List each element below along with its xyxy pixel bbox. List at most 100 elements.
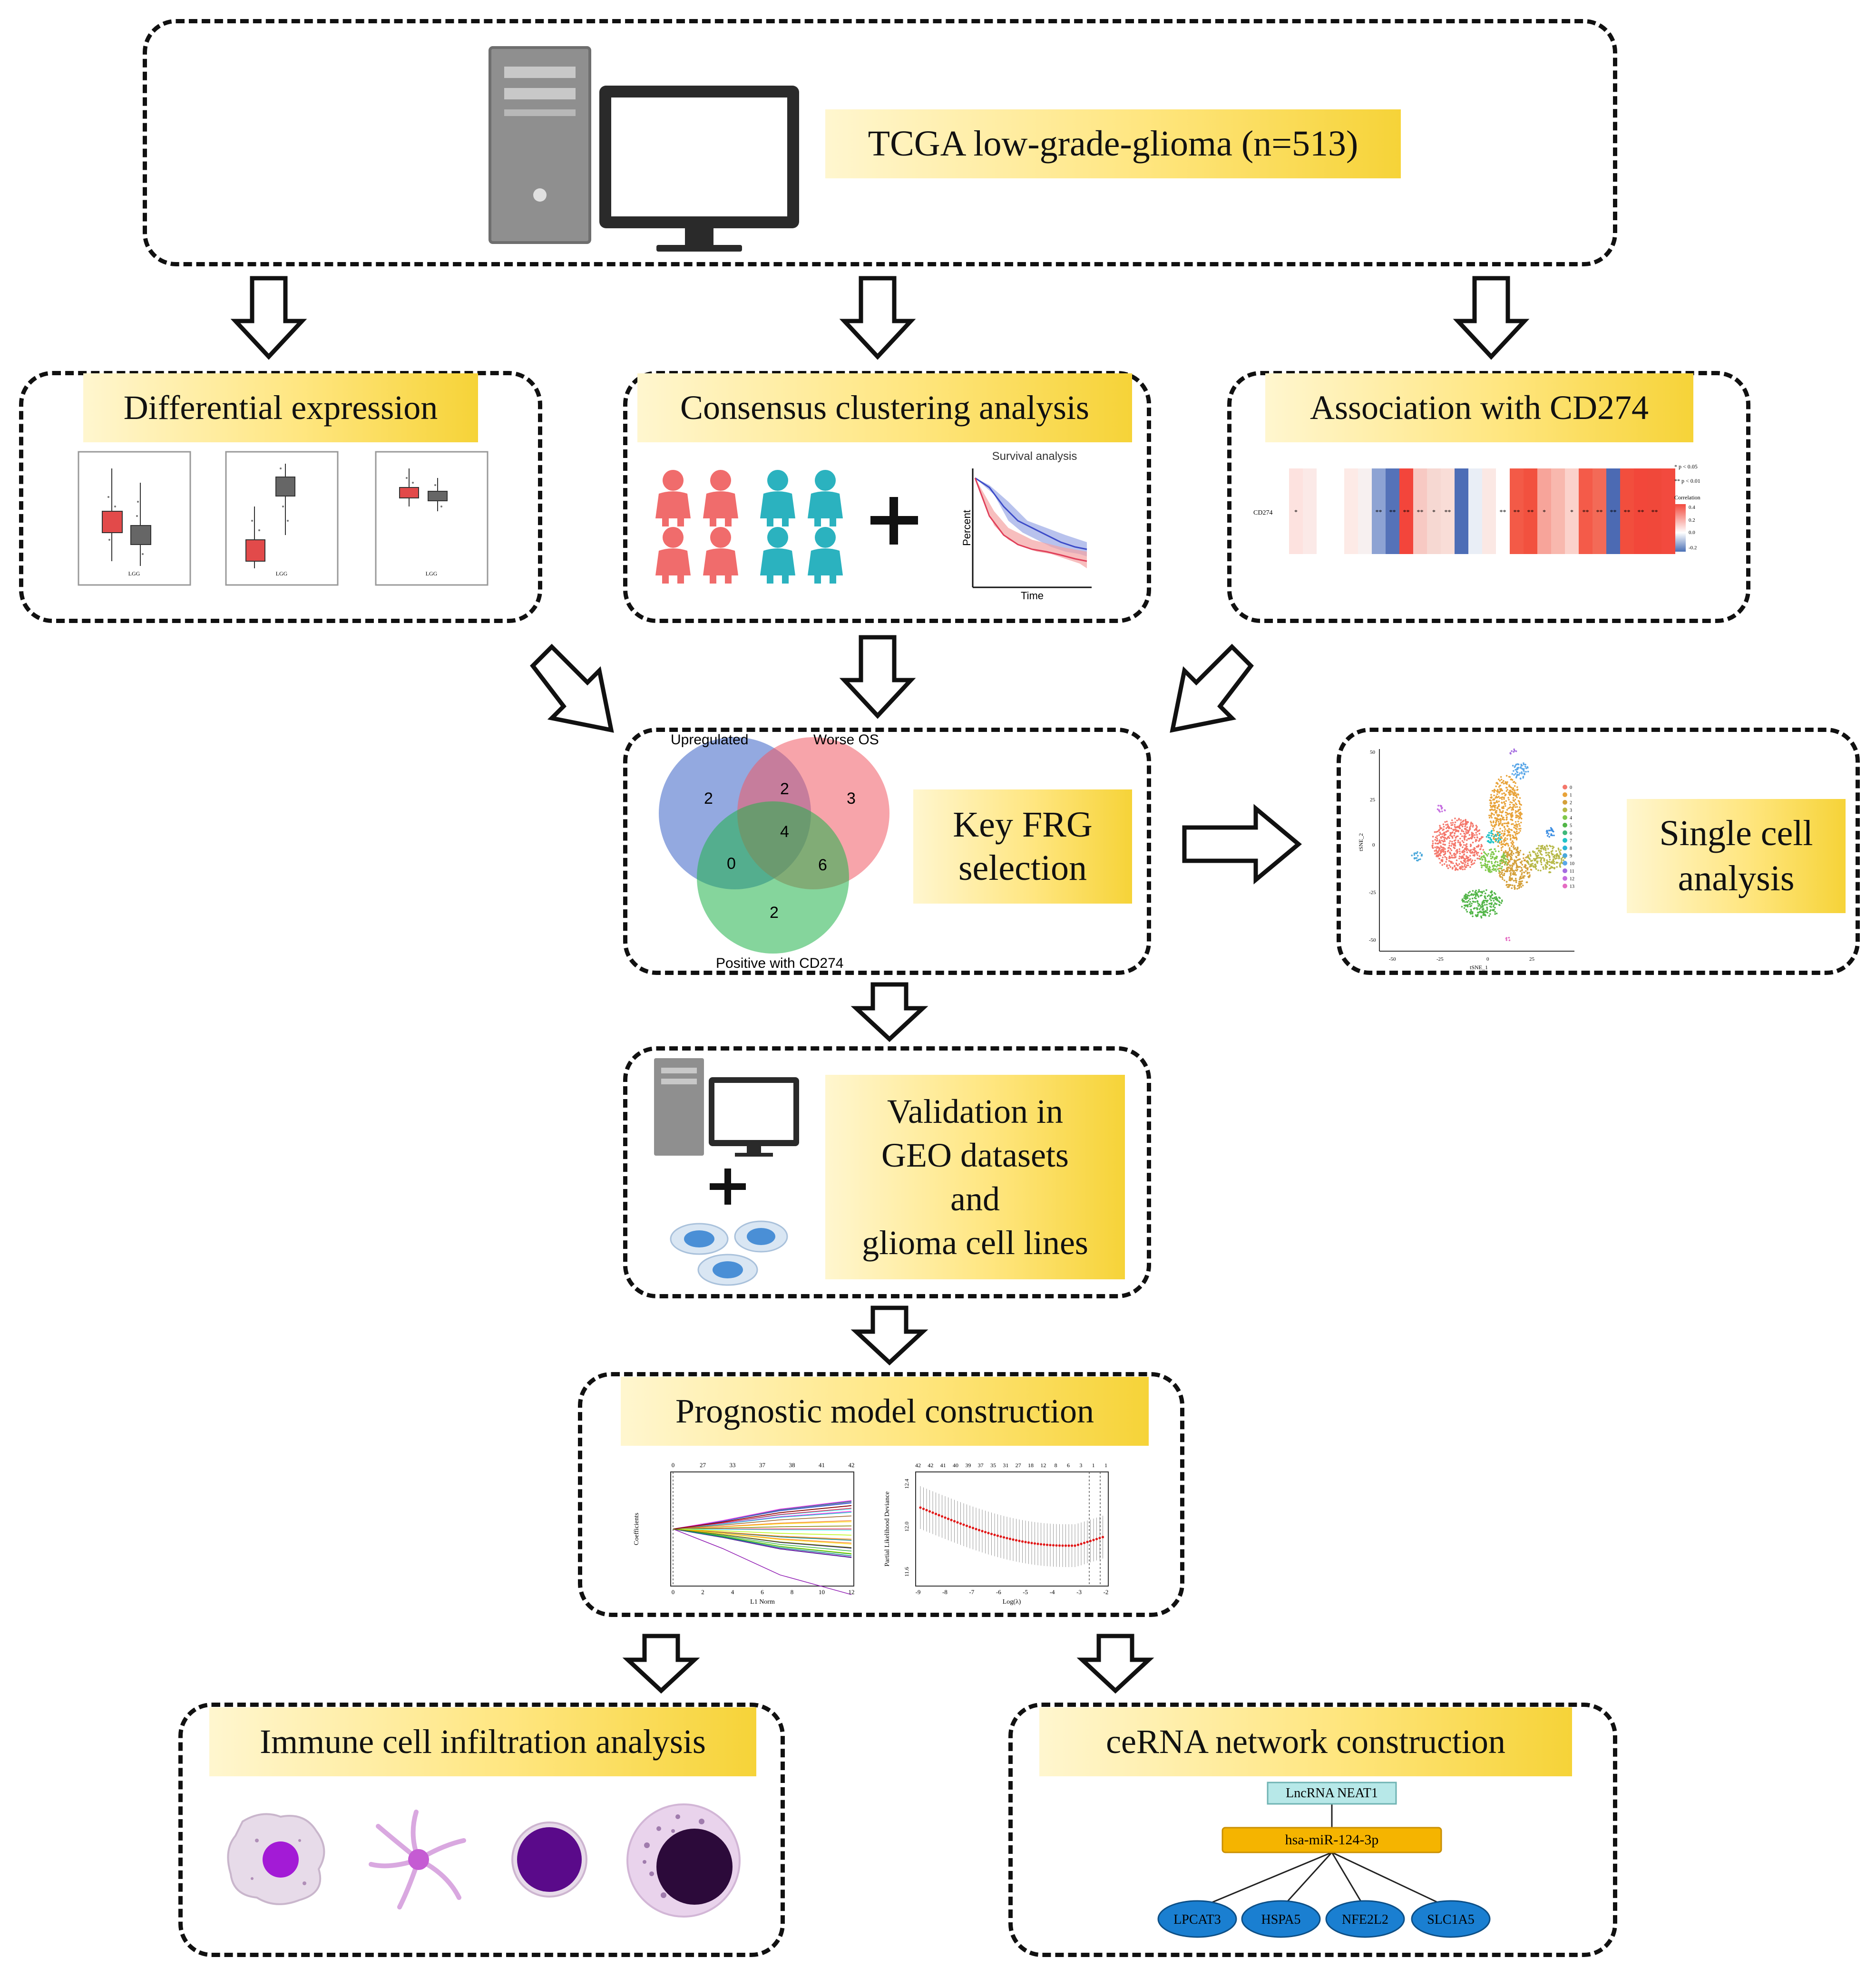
tsne-point [1550, 834, 1552, 836]
tsne-point [1496, 831, 1498, 833]
tsne-point [1559, 853, 1561, 855]
legend-tick: 0.0 [1689, 530, 1695, 536]
cv-top-tick: 35 [990, 1462, 996, 1469]
arrow-down-icon [851, 1305, 928, 1367]
tsne-point [1475, 892, 1477, 894]
tsne-point [1517, 771, 1519, 773]
heatmap-star: ** [1651, 509, 1658, 516]
tsne-legend-label: 7 [1570, 838, 1572, 844]
tsne-xtick: 25 [1529, 956, 1535, 962]
cv-point [1003, 1536, 1005, 1539]
tsne-point [1442, 843, 1444, 845]
tsne-point [1419, 852, 1421, 854]
tsne-point [1549, 868, 1551, 870]
tsne-point [1494, 791, 1495, 793]
tsne-point [1416, 857, 1418, 859]
tsne-point [1549, 859, 1551, 861]
tsne-point [1511, 817, 1513, 818]
patient-groups-icon [652, 466, 856, 585]
tsne-point [1492, 813, 1494, 815]
tsne-point [1540, 860, 1542, 862]
tsne-point [1543, 866, 1544, 868]
tsne-point [1456, 849, 1458, 851]
tsne-point [1443, 851, 1445, 853]
cv-point [1074, 1544, 1076, 1547]
cerna-network-diagram: LncRNA NEAT1 hsa-miR-124-3p LPCAT3 HSPA5… [1156, 1781, 1508, 1943]
tsne-point [1529, 851, 1531, 853]
tsne-ytick: 0 [1372, 842, 1375, 848]
tsne-point [1460, 845, 1462, 847]
tsne-point [1496, 793, 1498, 795]
tsne-point [1498, 804, 1500, 806]
tsne-point [1472, 897, 1474, 899]
tsne-point [1480, 857, 1482, 859]
cv-top-tick: 12 [1040, 1462, 1046, 1469]
tsne-point [1509, 849, 1511, 851]
tsne-point [1484, 863, 1486, 865]
tsne-point [1514, 887, 1516, 889]
tsne-point [1527, 876, 1529, 877]
tsne-point [1454, 832, 1456, 834]
heatmap-star: ** [1624, 509, 1631, 516]
tsne-point [1517, 815, 1519, 817]
tsne-point [1491, 851, 1493, 853]
neutrophil-icon [625, 1802, 742, 1919]
tsne-point [1509, 870, 1511, 872]
cv-point [975, 1528, 977, 1530]
tsne-point [1499, 819, 1501, 821]
arrow-down-icon [231, 276, 307, 361]
tsne-point [1490, 840, 1492, 842]
tsne-point [1521, 874, 1523, 876]
tsne-xtick: 0 [1486, 956, 1489, 962]
tsne-point [1494, 897, 1495, 899]
tsne-point [1520, 870, 1522, 872]
tsne-point [1484, 896, 1485, 897]
tsne-point [1478, 891, 1480, 893]
tsne-point [1508, 793, 1510, 795]
tsne-point [1478, 840, 1480, 842]
tsne-point [1556, 853, 1558, 855]
tsne-point [1506, 781, 1508, 783]
tsne-point [1517, 763, 1519, 765]
tsne-point [1504, 823, 1505, 825]
tsne-point [1516, 806, 1518, 808]
arrow-down-icon [840, 635, 916, 721]
tsne-point [1556, 855, 1558, 857]
cv-point [953, 1520, 956, 1522]
tsne-point [1485, 893, 1486, 895]
tsne-point [1475, 890, 1477, 892]
tsne-point [1514, 885, 1516, 887]
tsne-point [1421, 854, 1423, 856]
tsne-point [1518, 859, 1520, 861]
tsne-point [1485, 867, 1487, 869]
tsne-point [1547, 854, 1549, 856]
tsne-point [1513, 774, 1515, 776]
heatmap-cell [1551, 468, 1565, 554]
tsne-point [1537, 852, 1539, 854]
tsne-point [1510, 829, 1512, 831]
heatmap-cell [1317, 468, 1330, 554]
tsne-point [1489, 837, 1491, 839]
tsne-point [1511, 853, 1513, 855]
tsne-legend-swatch [1563, 823, 1567, 828]
tsne-point [1490, 842, 1492, 844]
tsne-legend-label: 13 [1570, 884, 1574, 889]
tsne-legend-label: 12 [1570, 877, 1574, 882]
tsne-ylabel: tSNE_2 [1358, 833, 1364, 851]
validation-label: Validation in GEO datasets and glioma ce… [825, 1075, 1125, 1279]
tsne-point [1490, 853, 1492, 855]
tsne-point [1551, 861, 1553, 863]
tsne-point [1495, 893, 1496, 895]
cv-ylabel: Partial Likelihood Deviance [884, 1491, 891, 1567]
tsne-point [1462, 826, 1464, 828]
tsne-point [1440, 842, 1442, 844]
tsne-point [1501, 782, 1503, 784]
tsne-point [1503, 798, 1505, 800]
tsne-point [1478, 889, 1480, 891]
tsne-point [1469, 855, 1471, 857]
tsne-point [1467, 862, 1469, 864]
tsne-point [1480, 846, 1482, 848]
validation-line2: GEO datasets [881, 1133, 1069, 1177]
tsne-point [1463, 844, 1465, 846]
tsne-point [1493, 869, 1495, 871]
